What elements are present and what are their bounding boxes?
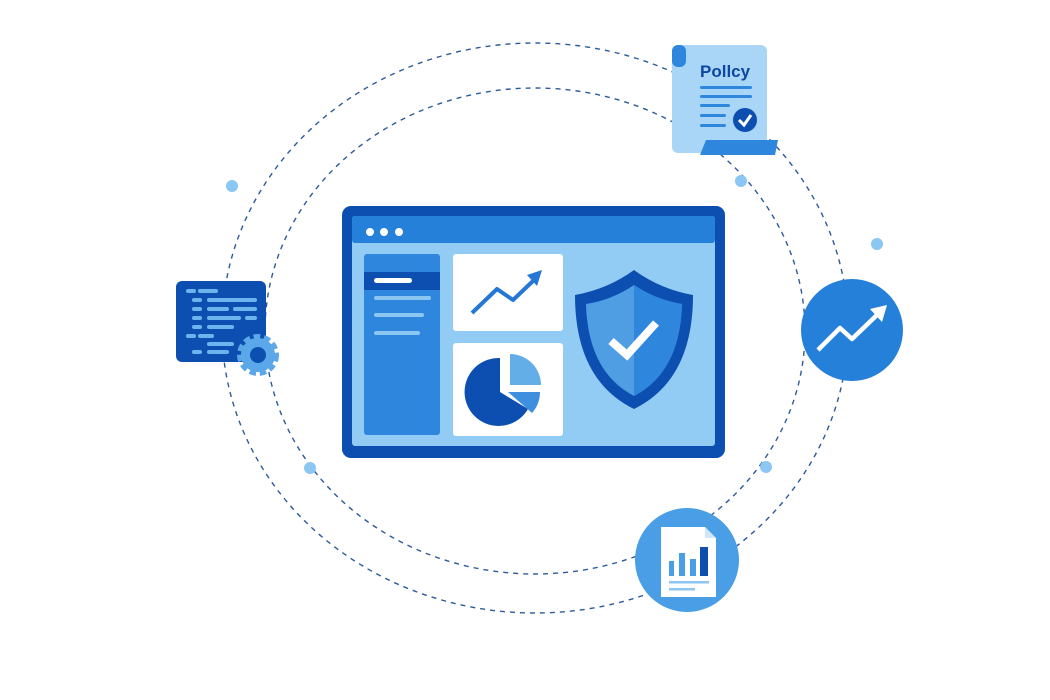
report-document-icon (635, 508, 739, 612)
gear-icon (237, 334, 279, 376)
orbit-dot (735, 175, 747, 187)
orbit-dot (304, 462, 316, 474)
shield-check-icon (575, 270, 693, 409)
browser-window-icon (342, 206, 725, 458)
policy-document-icon: Pollcy (672, 45, 778, 155)
growth-trend-icon (801, 279, 903, 381)
orbit-dot (226, 180, 238, 192)
orbit-dot (760, 461, 772, 473)
policy-title: Pollcy (700, 62, 751, 81)
code-settings-icon (176, 281, 279, 376)
window-controls (366, 228, 403, 236)
pie-chart-icon (453, 343, 563, 436)
orbit-dot (871, 238, 883, 250)
line-chart-icon (453, 254, 563, 331)
orbit-dots (226, 175, 883, 474)
sidebar-panel (364, 254, 440, 435)
